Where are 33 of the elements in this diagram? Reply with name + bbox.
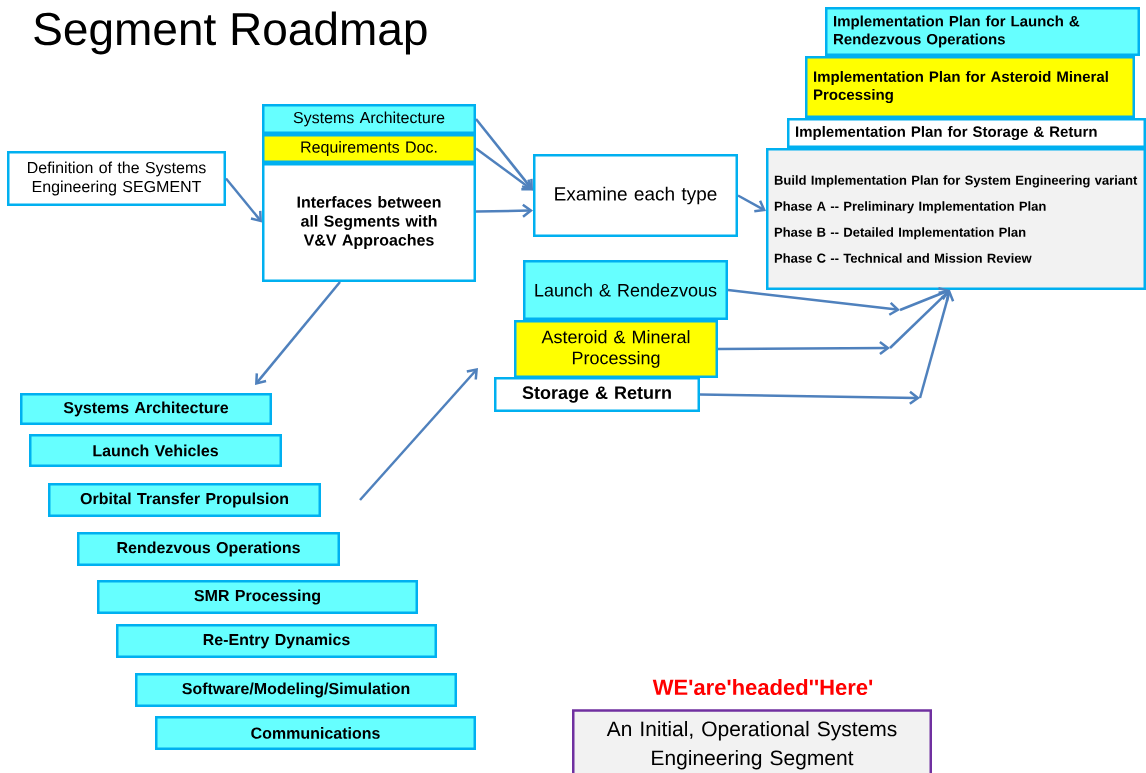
plan-box: Implementation Plan for Launch & Rendezvous Operations: [825, 7, 1140, 56]
arrow: [737, 194, 766, 213]
arrow: [476, 203, 533, 218]
arrow: [359, 368, 478, 501]
type-box: Launch & Rendezvous: [523, 260, 728, 320]
type-box: Storage & Return: [494, 377, 700, 412]
segment-box: Communications: [155, 716, 476, 750]
process-box: Systems Architecture: [262, 104, 476, 134]
segment-box: Launch Vehicles: [29, 434, 282, 467]
type-box: Asteroid & Mineral Processing: [514, 320, 718, 378]
plan-box: Implementation Plan for Storage & Return: [787, 118, 1146, 148]
arrow: [727, 286, 950, 316]
process-box: Examine each type: [533, 154, 738, 237]
process-box: Interfaces between all Segments with V&V Approaches: [262, 163, 476, 282]
arrow: [475, 118, 533, 191]
arrow: [225, 177, 262, 223]
segment-box: Orbital Transfer Propulsion: [48, 483, 321, 517]
process-box: Definition of the Systems Engineering SEGMENT: [7, 151, 226, 206]
arrow: [475, 147, 533, 191]
segment-box: Systems Architecture: [20, 393, 272, 425]
segment-box: Software/Modeling/Simulation: [135, 673, 457, 707]
goal-box: An Initial, Operational Systems Engineering Segment: [572, 709, 932, 773]
segment-box: Re-Entry Dynamics: [116, 624, 437, 658]
title-text: Segment Roadmap: [34, 11, 427, 55]
arrow: [255, 281, 341, 385]
segment-box: SMR Processing: [97, 580, 418, 614]
arrow: [700, 290, 955, 405]
segment-box: Rendezvous Operations: [77, 532, 340, 566]
arrow: [718, 290, 950, 356]
plan-box: Implementation Plan for Asteroid Mineral Processing: [805, 56, 1135, 118]
heading-text: WE'are'headed''Here': [652, 678, 873, 696]
plan-box: Build Implementation Plan for System Engineering variant Phase A -- Preliminary Implementation Plan Phase B -- Detailed Implementation Plan Phase C -- Technical and Mission Review: [766, 148, 1146, 290]
process-box: Requirements Doc.: [262, 134, 476, 163]
